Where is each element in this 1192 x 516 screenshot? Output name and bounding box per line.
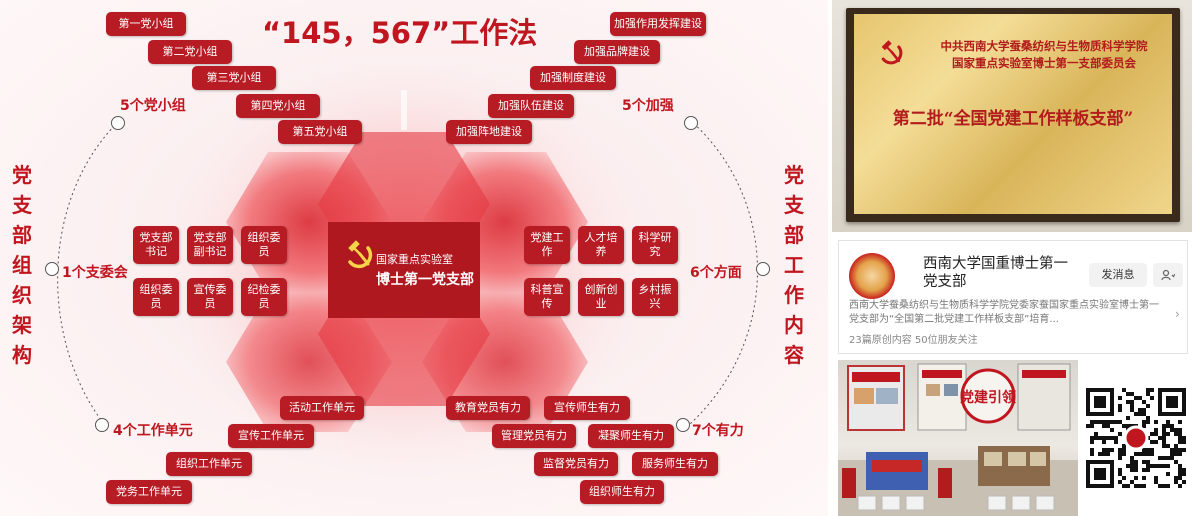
account-stats: 23篇原创内容 50位朋友关注 xyxy=(849,335,978,346)
label-committee: 1个支委会 xyxy=(62,265,128,281)
force-tag: 宣传师生有力 xyxy=(544,396,630,420)
plaque-org-line2: 国家重点实验室博士第一支部委员会 xyxy=(952,56,1136,70)
strengthen-tag: 加强队伍建设 xyxy=(488,94,574,118)
center-line2: 博士第一党支部 xyxy=(376,272,474,288)
photo-sign: 党建引领 xyxy=(960,389,1016,406)
aspect-cell: 党建工作 xyxy=(524,226,570,264)
label-strengthen: 5个加强 xyxy=(622,98,674,114)
plaque-org: 中共西南大学蚕桑纺织与生物质科学学院 国家重点实验室博士第一支部委员会 xyxy=(924,38,1164,72)
connector-dot xyxy=(111,116,125,130)
strengthen-tag: 加强阵地建设 xyxy=(446,120,532,144)
party-group-tag: 第二党小组 xyxy=(148,40,232,64)
account-name: 西南大学国重博士第一党支部 xyxy=(923,256,1068,290)
party-group-tag: 第一党小组 xyxy=(106,12,186,36)
right-column-heading: 党支部工作内容 xyxy=(784,163,804,367)
work-unit-tag: 组织工作单元 xyxy=(166,452,252,476)
plaque-frame: 中共西南大学蚕桑纺织与生物质科学学院 国家重点实验室博士第一支部委员会 第二批“… xyxy=(846,8,1180,222)
qr-code xyxy=(1080,360,1192,516)
aspect-cell: 科普宣传 xyxy=(524,278,570,316)
label-party-groups: 5个党小组 xyxy=(120,98,186,114)
center-branch-box: 国家重点实验室 博士第一党支部 xyxy=(328,222,480,318)
send-message-button[interactable]: 发消息 xyxy=(1089,263,1147,287)
label-forces: 7个有力 xyxy=(692,423,744,439)
party-group-tag: 第五党小组 xyxy=(278,120,362,144)
connector-dot xyxy=(756,262,770,276)
connector-dot xyxy=(95,418,109,432)
committee-cell: 纪检委员 xyxy=(241,278,287,316)
connector-dot xyxy=(684,116,698,130)
plaque-photo: 中共西南大学蚕桑纺织与生物质科学学院 国家重点实验室博士第一支部委员会 第二批“… xyxy=(832,0,1192,232)
gold-plaque: 中共西南大学蚕桑纺织与生物质科学学院 国家重点实验室博士第一支部委员会 第二批“… xyxy=(854,14,1172,214)
center-line1: 国家重点实验室 xyxy=(376,253,453,266)
hammer-sickle-icon xyxy=(348,240,373,269)
force-tag: 监督党员有力 xyxy=(534,452,618,476)
qr-code-image xyxy=(1086,388,1186,488)
committee-cell: 宣传委员 xyxy=(187,278,233,316)
connector-dot xyxy=(676,418,690,432)
work-unit-tag: 宣传工作单元 xyxy=(228,424,314,448)
branch-logo-icon xyxy=(849,253,895,299)
committee-cell: 组织委员 xyxy=(241,226,287,264)
force-tag: 凝聚师生有力 xyxy=(588,424,674,448)
label-aspects: 6个方面 xyxy=(690,265,742,281)
party-group-tag: 第四党小组 xyxy=(236,94,320,118)
aspect-cell: 科学研究 xyxy=(632,226,678,264)
force-tag: 服务师生有力 xyxy=(632,452,718,476)
party-group-tag: 第三党小组 xyxy=(192,66,276,90)
connector-dot xyxy=(45,262,59,276)
strengthen-tag: 加强品牌建设 xyxy=(574,40,660,64)
committee-cell: 组织委员 xyxy=(133,278,179,316)
committee-cell: 党支部书记 xyxy=(133,226,179,264)
left-column-heading: 党支部组织架构 xyxy=(12,163,32,367)
strengthen-tag: 加强作用发挥建设 xyxy=(610,12,706,36)
room-illustration: 党建引领 xyxy=(838,363,1078,516)
chevron-right-icon[interactable]: › xyxy=(1175,307,1180,321)
main-title: “145，567”工作法 xyxy=(262,16,538,50)
force-tag: 管理党员有力 xyxy=(492,424,576,448)
label-work-units: 4个工作单元 xyxy=(113,423,193,439)
plaque-honor: 第二批“全国党建工作样板支部” xyxy=(892,109,1134,129)
activity-room-photo: 党建引领 xyxy=(838,360,1078,516)
force-tag: 组织师生有力 xyxy=(580,480,664,504)
plaque-org-line1: 中共西南大学蚕桑纺织与生物质科学学院 xyxy=(940,39,1148,53)
committee-cell: 党支部副书记 xyxy=(187,226,233,264)
hammer-sickle-icon xyxy=(881,40,903,65)
aspect-cell: 创新创业 xyxy=(578,278,624,316)
aspect-cell: 人才培养 xyxy=(578,226,624,264)
profile-icon[interactable] xyxy=(1153,263,1183,287)
account-description: 西南大学蚕桑纺织与生物质科学学院党委家蚕国家重点实验室博士第一党支部为“全国第二… xyxy=(849,300,1159,325)
infographic-panel: “145，567”工作法 党支部组织架构 党支部工作内容 5个党小组 1个支委会… xyxy=(0,0,828,516)
wechat-account-card[interactable]: 西南大学国重博士第一党支部 发消息 西南大学蚕桑纺织与生物质科学学院党委家蚕国家… xyxy=(838,240,1188,354)
work-unit-tag: 活动工作单元 xyxy=(280,396,364,420)
work-unit-tag: 党务工作单元 xyxy=(106,480,192,504)
aspect-cell: 乡村振兴 xyxy=(632,278,678,316)
strengthen-tag: 加强制度建设 xyxy=(530,66,616,90)
force-tag: 教育党员有力 xyxy=(446,396,530,420)
